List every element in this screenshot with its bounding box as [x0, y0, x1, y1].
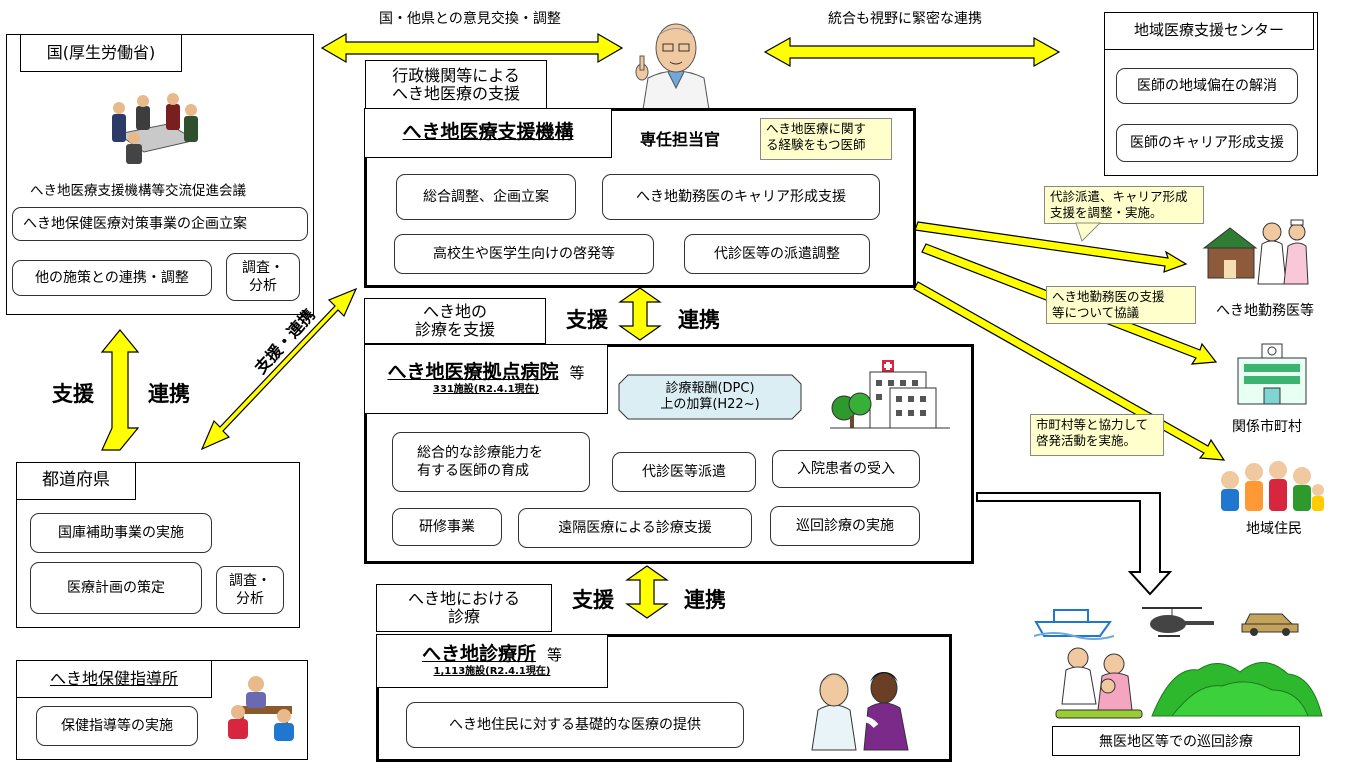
officer-label: 専任担当官 — [640, 130, 721, 149]
shinryo-label: へき地における 診療 — [376, 584, 552, 632]
cooperate-label: 統合も視野に緊密な連携 — [828, 11, 982, 27]
locum-dispatch-box: 代診医等派遣 — [612, 452, 756, 492]
kiko-outreach-box: 高校生や医学生向けの啓発等 — [394, 234, 654, 274]
note-dispatch-pointer — [1075, 222, 1102, 242]
officer-note: へき地医療に関す る経験をもつ医師 — [760, 118, 892, 160]
meeting-label: へき地医療支援機構等交流促進会議 — [30, 183, 246, 199]
dpc-badge-shape — [618, 374, 802, 420]
todofuken-title: 都道府県 — [16, 462, 136, 500]
inpatient-box: 入院患者の受入 — [772, 450, 920, 488]
kiko-kyoten-double-arrow — [618, 287, 662, 341]
kuni-title: 国(厚生労働省) — [20, 34, 182, 72]
kuni-planning-box: へき地保健医療対策事業の企画立案 — [12, 207, 308, 241]
kuni-todofuken-double-arrow — [100, 329, 140, 451]
note-outreach: 市町村等と協力して 啓発活動を実施。 — [1030, 414, 1164, 456]
kyoten-header: へき地医療拠点病院 等 331施設(R2.4.1現在) — [364, 344, 608, 414]
guidance-box: 保健指導等の実施 — [36, 706, 198, 746]
kyoten-title: へき地医療拠点病院 — [387, 361, 559, 384]
bottom-support-label: 支援 — [572, 588, 614, 612]
shinryojo-title: へき地診療所 — [421, 643, 536, 666]
mid-support-label: 支援 — [566, 308, 608, 332]
maldistribution-box: 医師の地域偏在の解消 — [1116, 68, 1298, 104]
clinic-doctor-patient-icon — [811, 672, 909, 751]
kyoten-count: 331施設(R2.4.1現在) — [432, 384, 540, 396]
helicopter-icon — [1142, 607, 1214, 637]
center-title: 地域医療支援センター — [1104, 12, 1314, 50]
arrow-to-tour — [976, 492, 1173, 596]
shinryojo-count: 1,113施設(R2.4.1現在) — [433, 666, 551, 678]
arrow-to-doctors — [914, 221, 1188, 273]
target-rural-doctors: へき地勤務医等 — [1216, 303, 1314, 319]
mid-link-label: 連携 — [678, 308, 720, 332]
car-icon — [1241, 613, 1299, 636]
guidance-icon — [228, 676, 294, 741]
diagonal-double-arrow — [200, 287, 358, 451]
basic-care-box: へき地住民に対する基礎的な医療の提供 — [406, 702, 744, 748]
target-municipalities: 関係市町村 — [1232, 419, 1302, 435]
residents-icon — [1221, 461, 1324, 511]
exchange-double-arrow — [320, 32, 624, 64]
kyoten-shinryojo-double-arrow — [625, 565, 669, 619]
meeting-icon — [112, 93, 198, 164]
training-doctors-box: 総合的な診療能力を 有する医師の育成 — [392, 432, 590, 492]
gyosei-label: 行政機関等による へき地医療の支援 — [365, 60, 547, 110]
left-link-label: 連携 — [148, 382, 190, 406]
dpc-badge: 診療報酬(DPC) 上の加算(H22~) — [660, 380, 760, 412]
note-consult: へき地勤務医の支援 等について協議 — [1046, 286, 1196, 324]
rural-doctors-icon — [1202, 219, 1309, 285]
medical-plan-box: 医療計画の策定 — [30, 562, 202, 614]
bottom-link-label: 連携 — [684, 588, 726, 612]
kiko-planning-box: 総合調整、企画立案 — [396, 174, 576, 220]
target-residents: 地域住民 — [1246, 521, 1302, 537]
town-hall-icon — [1237, 343, 1307, 405]
kuni-survey-box: 調査・ 分析 — [226, 253, 300, 301]
note-dispatch: 代診派遣、キャリア形成 支援を調整・実施。 — [1044, 186, 1204, 224]
rounds-box: 巡回診療の実施 — [770, 506, 920, 546]
tour-label-box: 無医地区等での巡回診療 — [1052, 726, 1300, 756]
kiko-dispatch-box: 代診医等の派遣調整 — [684, 234, 870, 274]
cooperate-double-arrow — [763, 36, 1061, 68]
doctor-officer-icon — [635, 23, 711, 117]
subsidy-box: 国庫補助事業の実施 — [30, 513, 212, 553]
boat-icon — [1033, 609, 1115, 640]
exchange-label: 国・他県との意見交換・調整 — [379, 11, 561, 27]
kyoten-suffix: 等 — [569, 364, 585, 383]
home-visit-icon — [1055, 647, 1143, 719]
shinryojo-header: へき地診療所 等 1,113施設(R2.4.1現在) — [376, 634, 608, 688]
center-career-box: 医師のキャリア形成支援 — [1116, 124, 1298, 162]
left-support-label: 支援 — [52, 382, 94, 406]
hills-icon — [1151, 662, 1323, 717]
shinryo-support-label: へき地の 診療を支援 — [364, 298, 546, 344]
training-box: 研修事業 — [392, 508, 502, 546]
hoken-title: へき地保健指導所 — [16, 660, 212, 698]
pref-survey-box: 調査・ 分析 — [216, 566, 284, 614]
kuni-coordination-box: 他の施策との連携・調整 — [12, 260, 212, 296]
shinryojo-suffix: 等 — [547, 646, 563, 665]
hospital-icon — [830, 360, 950, 429]
telemedicine-box: 遠隔医療による診療支援 — [518, 508, 752, 548]
kiko-title: へき地医療支援機構 — [364, 108, 612, 158]
kiko-career-box: へき地勤務医のキャリア形成支援 — [602, 174, 880, 220]
